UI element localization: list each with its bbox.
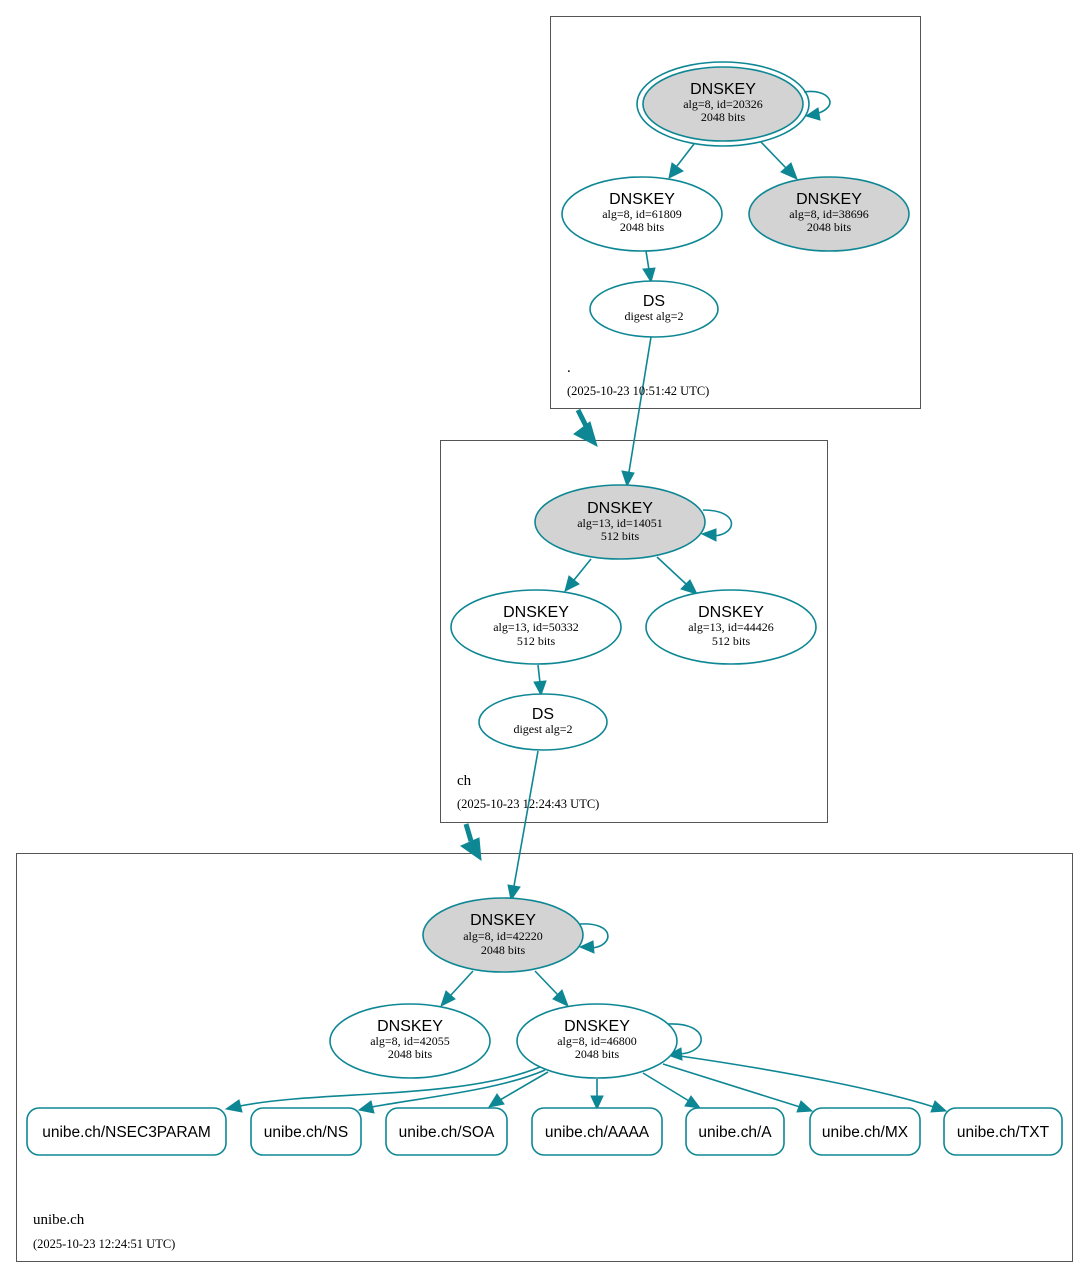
edge-ch-ksk-self bbox=[700, 509, 733, 542]
ch-dnskey-zsk-node[interactable]: DNSKEY alg=13, id=50332 512 bits bbox=[450, 589, 622, 665]
node-detail: digest alg=2 bbox=[513, 722, 572, 736]
root-ds-node[interactable]: DS digest alg=2 bbox=[589, 280, 719, 338]
zone-box-root bbox=[550, 16, 921, 409]
delegation-arrow-root-ch bbox=[573, 408, 598, 447]
node-size: 2048 bits bbox=[807, 220, 852, 234]
node-title: DNSKEY bbox=[470, 912, 536, 929]
delegation-arrow-ch-unibe bbox=[459, 823, 482, 862]
node-size: 512 bits bbox=[601, 529, 640, 543]
unibe-dnskey-ksk-node[interactable]: DNSKEY alg=8, id=42220 2048 bits bbox=[422, 897, 584, 973]
node-size: 2048 bits bbox=[701, 110, 746, 124]
node-detail: alg=8, id=38696 bbox=[789, 207, 869, 221]
edge-unibe-ksk-to-zsk bbox=[534, 970, 569, 1007]
ch-dnskey-key3-node[interactable]: DNSKEY alg=13, id=44426 512 bits bbox=[645, 589, 817, 665]
zone-label-root: . bbox=[567, 360, 571, 376]
node-size: 2048 bits bbox=[575, 1047, 620, 1061]
edge-ch-ksk-to-zsk bbox=[564, 558, 592, 592]
node-title: DNSKEY bbox=[587, 500, 653, 517]
node-detail: digest alg=2 bbox=[624, 309, 683, 323]
edge-root-ksk-to-ksk2 bbox=[760, 141, 798, 180]
unibe-dnskey-key2-node[interactable]: DNSKEY alg=8, id=42055 2048 bits bbox=[329, 1003, 491, 1079]
node-size: 2048 bits bbox=[620, 220, 665, 234]
node-detail: alg=13, id=44426 bbox=[688, 620, 774, 634]
edge-ch-ds-to-unibe-ksk bbox=[507, 750, 539, 902]
root-dnskey-zsk-node[interactable]: DNSKEY alg=8, id=61809 2048 bits bbox=[561, 176, 723, 252]
rrset-nsec3param[interactable]: unibe.ch/NSEC3PARAM bbox=[26, 1107, 227, 1156]
node-detail: alg=8, id=20326 bbox=[683, 97, 763, 111]
node-detail: alg=13, id=50332 bbox=[493, 620, 579, 634]
rrset-label: unibe.ch/AAAA bbox=[545, 1124, 650, 1141]
edge-ch-zsk-to-ds bbox=[533, 664, 547, 697]
rrset-aaaa[interactable]: unibe.ch/AAAA bbox=[531, 1107, 663, 1156]
node-title: DS bbox=[643, 293, 665, 310]
zone-label-unibe: unibe.ch bbox=[33, 1212, 85, 1228]
node-detail: alg=8, id=61809 bbox=[602, 207, 682, 221]
edge-unibe-zsk-to-rrsets bbox=[224, 1055, 948, 1114]
node-size: 512 bits bbox=[517, 634, 556, 648]
node-size: 512 bits bbox=[712, 634, 751, 648]
edge-root-ds-to-ch-ksk bbox=[621, 336, 652, 488]
node-detail: alg=8, id=42055 bbox=[370, 1034, 450, 1048]
node-title: DNSKEY bbox=[690, 81, 756, 98]
root-dnskey-ksk-node[interactable]: DNSKEY alg=8, id=20326 2048 bits bbox=[636, 61, 810, 147]
node-title: DNSKEY bbox=[609, 191, 675, 208]
edge-root-zsk-to-ds bbox=[642, 250, 656, 284]
trust-anchor-ring bbox=[636, 61, 810, 147]
rrset-label: unibe.ch/A bbox=[698, 1124, 772, 1141]
rrset-label: unibe.ch/SOA bbox=[399, 1124, 495, 1141]
node-title: DNSKEY bbox=[377, 1018, 443, 1035]
edge-root-ksk-to-zsk bbox=[668, 143, 695, 179]
rrset-label: unibe.ch/NS bbox=[264, 1124, 348, 1141]
rrset-label: unibe.ch/TXT bbox=[957, 1124, 1050, 1141]
zone-box-unibe bbox=[16, 853, 1073, 1262]
node-title: DS bbox=[532, 706, 554, 723]
rrset-label: unibe.ch/NSEC3PARAM bbox=[42, 1124, 211, 1141]
root-dnskey-ksk2-node[interactable]: DNSKEY alg=8, id=38696 2048 bits bbox=[748, 176, 910, 252]
ch-ds-node[interactable]: DS digest alg=2 bbox=[478, 693, 608, 751]
rrset-label: unibe.ch/MX bbox=[822, 1124, 909, 1141]
node-detail: alg=13, id=14051 bbox=[577, 516, 663, 530]
rrset-txt[interactable]: unibe.ch/TXT bbox=[943, 1107, 1063, 1156]
rrset-ns[interactable]: unibe.ch/NS bbox=[250, 1107, 362, 1156]
node-size: 2048 bits bbox=[388, 1047, 433, 1061]
edge-unibe-ksk-self bbox=[578, 923, 609, 954]
edge-unibe-ksk-to-key2 bbox=[440, 970, 474, 1007]
node-title: DNSKEY bbox=[564, 1018, 630, 1035]
ch-dnskey-ksk-node[interactable]: DNSKEY alg=13, id=14051 512 bits bbox=[534, 484, 706, 560]
unibe-dnskey-zsk-node[interactable]: DNSKEY alg=8, id=46800 2048 bits bbox=[516, 1003, 678, 1079]
edge-ch-ksk-to-key3 bbox=[656, 556, 698, 595]
rrset-soa[interactable]: unibe.ch/SOA bbox=[385, 1107, 508, 1156]
zone-timestamp-root: (2025-10-23 10:51:42 UTC) bbox=[567, 384, 709, 398]
zone-label-ch: ch bbox=[457, 773, 472, 789]
edge-root-ksk-self bbox=[803, 90, 831, 121]
node-title: DNSKEY bbox=[698, 604, 764, 621]
node-title: DNSKEY bbox=[503, 604, 569, 621]
rrset-mx[interactable]: unibe.ch/MX bbox=[809, 1107, 921, 1156]
node-size: 2048 bits bbox=[481, 943, 526, 957]
zone-timestamp-ch: (2025-10-23 12:24:43 UTC) bbox=[457, 797, 599, 811]
node-detail: alg=8, id=42220 bbox=[463, 929, 543, 943]
node-detail: alg=8, id=46800 bbox=[557, 1034, 637, 1048]
node-title: DNSKEY bbox=[796, 191, 862, 208]
rrset-a[interactable]: unibe.ch/A bbox=[685, 1107, 785, 1156]
zone-timestamp-unibe: (2025-10-23 12:24:51 UTC) bbox=[33, 1237, 175, 1251]
